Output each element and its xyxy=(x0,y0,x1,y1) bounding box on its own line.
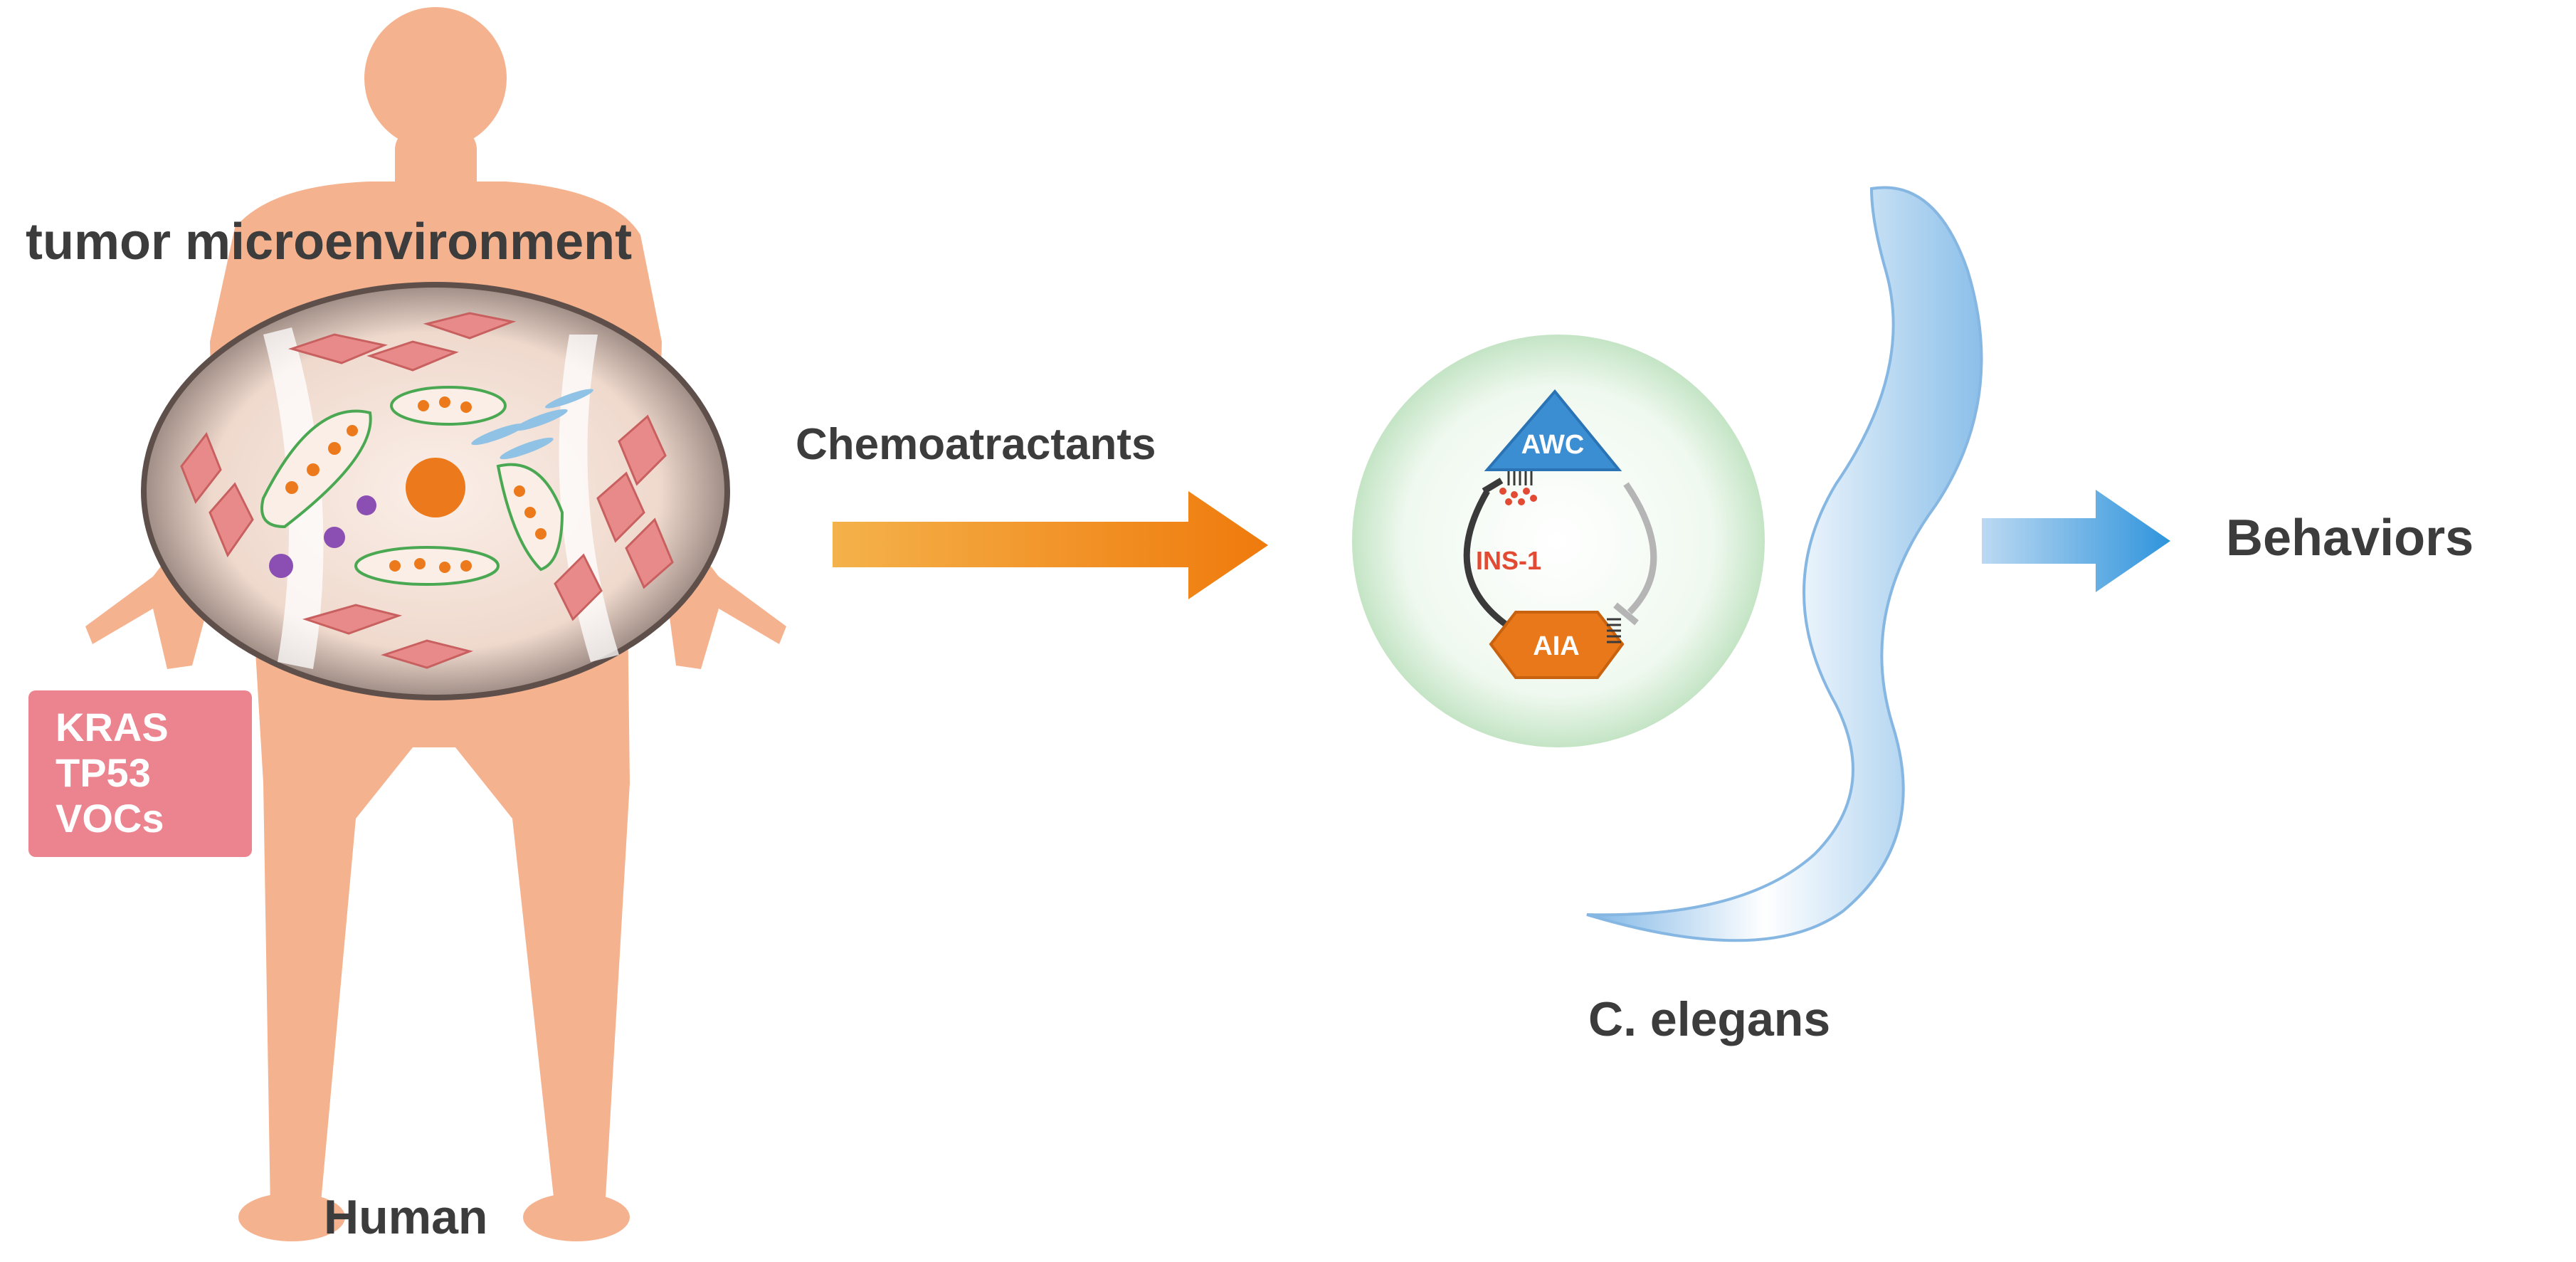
tumor-microenvironment-label: tumor microenvironment xyxy=(26,214,633,270)
marker-vocs: VOCs xyxy=(56,796,164,841)
ins1-label: INS-1 xyxy=(1476,546,1541,575)
behavior-arrow xyxy=(1982,490,2170,592)
marker-kras: KRAS xyxy=(56,705,169,750)
neuron-circuit: AWC AIA INS-1 xyxy=(1352,335,1765,747)
chemoattractant-arrow xyxy=(833,491,1268,599)
chemoattractants-label: Chemoatractants xyxy=(796,420,1156,469)
aia-label: AIA xyxy=(1533,631,1579,661)
aia-neuron xyxy=(1489,611,1625,679)
behaviors-label: Behaviors xyxy=(2226,510,2474,567)
human-label: Human xyxy=(324,1190,488,1244)
tumor-lens xyxy=(141,282,730,700)
awc-neuron xyxy=(1484,389,1622,471)
c-elegans-label: C. elegans xyxy=(1588,992,1831,1046)
marker-box: KRAS TP53 VOCs xyxy=(28,690,252,857)
marker-tp53: TP53 xyxy=(56,750,151,795)
c-elegans-worm xyxy=(1586,186,1983,942)
awc-label: AWC xyxy=(1521,430,1585,460)
